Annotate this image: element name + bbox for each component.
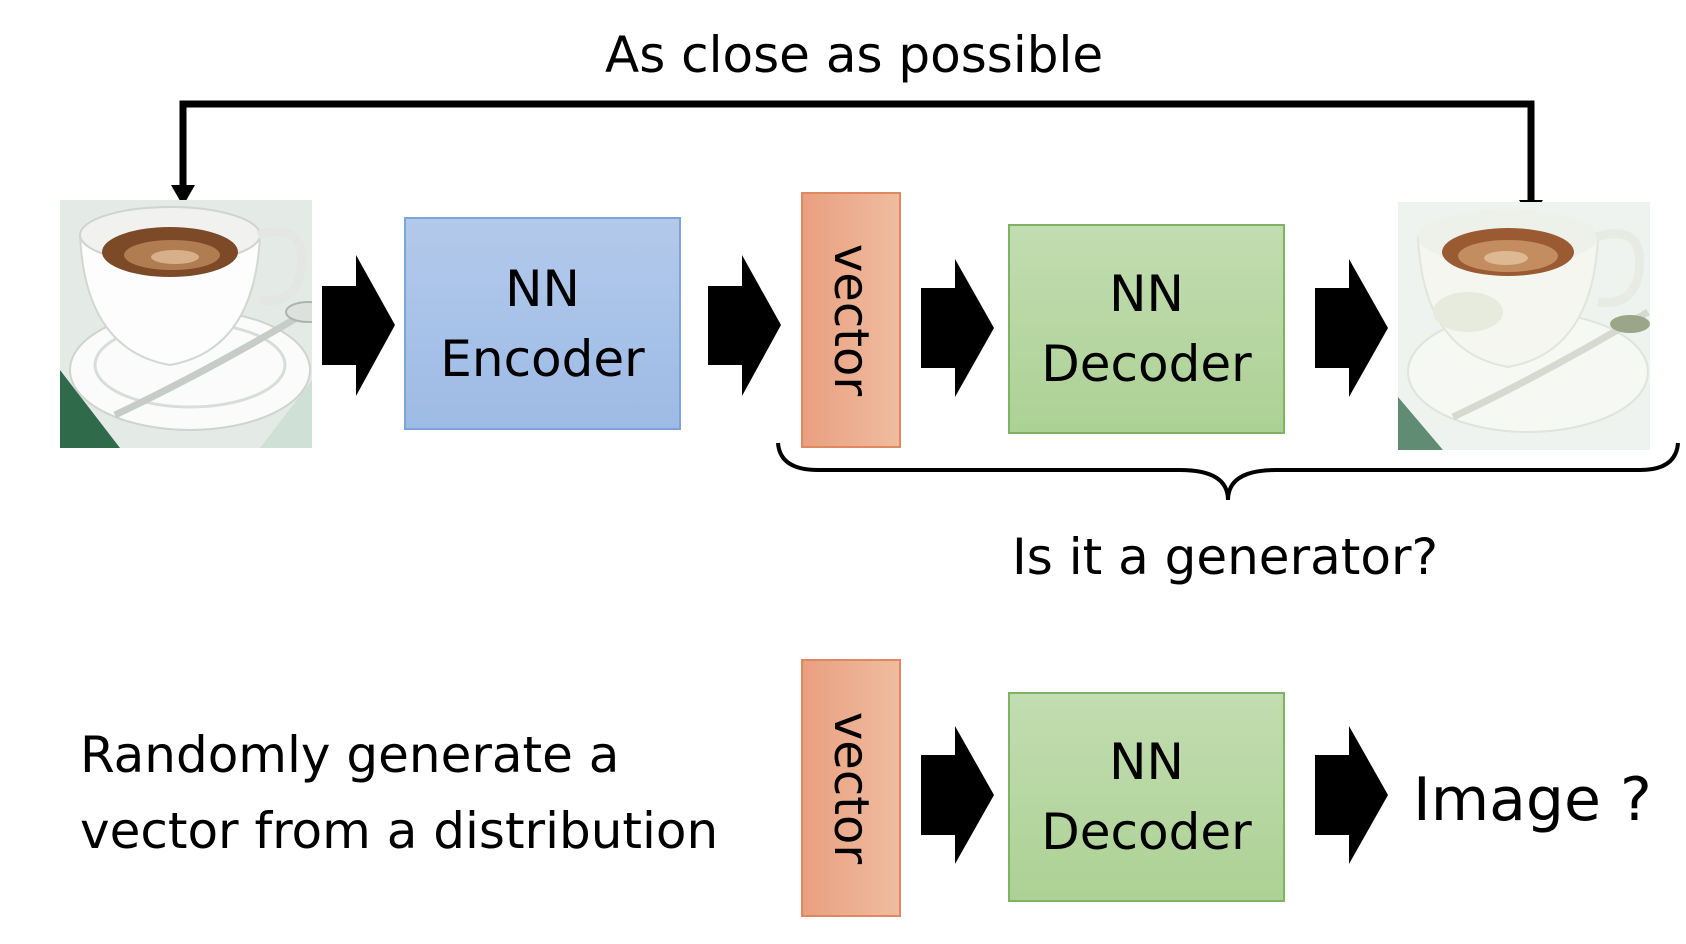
- nn-decoder-box: NN Decoder: [1008, 692, 1285, 902]
- decoder-line2: Decoder: [1041, 803, 1252, 861]
- decoder-line2: Decoder: [1041, 335, 1252, 393]
- encoder-line2: Encoder: [440, 329, 645, 388]
- latent-vector-box: vector: [801, 192, 901, 448]
- latent-vector-box: vector: [801, 659, 901, 917]
- brace-label: Is it a generator?: [1012, 528, 1439, 586]
- arrow-right-icon: [1315, 259, 1388, 397]
- description-line1: Randomly generate a: [80, 726, 620, 784]
- vector-label: vector: [823, 711, 879, 865]
- nn-decoder-box: NN Decoder: [1008, 224, 1285, 434]
- brace: [776, 442, 1680, 501]
- image-output-label: Image ?: [1413, 765, 1652, 835]
- nn-encoder-box: NN Encoder: [404, 217, 681, 430]
- vector-label: vector: [823, 243, 879, 397]
- feedback-label: As close as possible: [605, 26, 1104, 84]
- reconstructed-coffee-image: [1398, 202, 1650, 450]
- arrow-right-icon: [322, 255, 395, 396]
- arrow-right-icon: [921, 259, 994, 397]
- arrow-right-icon: [708, 255, 781, 396]
- arrow-right-icon: [921, 726, 994, 864]
- encoder-line1: NN: [505, 259, 580, 318]
- description-line2: vector from a distribution: [80, 802, 719, 860]
- decoder-line1: NN: [1109, 733, 1184, 791]
- arrow-right-icon: [1315, 726, 1388, 864]
- decoder-line1: NN: [1109, 265, 1184, 323]
- input-coffee-image: [60, 200, 312, 448]
